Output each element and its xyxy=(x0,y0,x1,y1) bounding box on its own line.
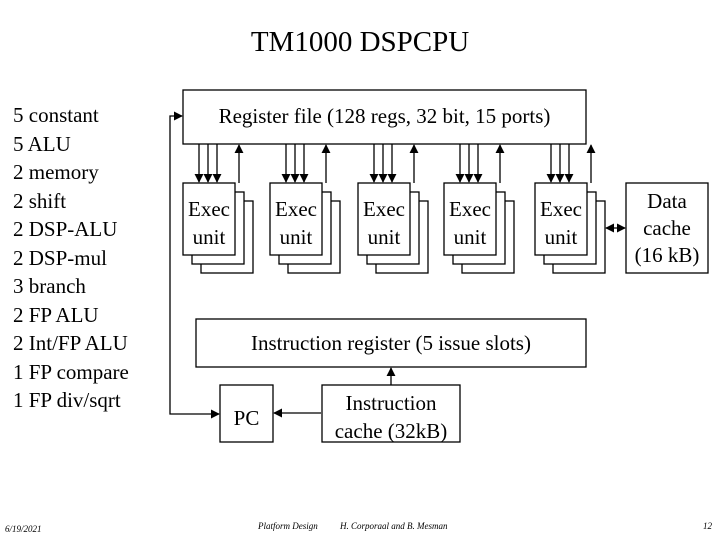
instruction-register-box xyxy=(195,318,587,368)
exec-unit-stack-2 xyxy=(269,182,341,274)
instruction-cache-box xyxy=(321,384,461,443)
functional-unit-item: 2 Int/FP ALU xyxy=(13,331,128,355)
functional-unit-item: 1 FP div/sqrt xyxy=(13,388,121,412)
functional-unit-item: 2 shift xyxy=(13,188,67,213)
instruction-register-label: Instruction register (5 issue slots) xyxy=(251,331,531,355)
exec-unit-stack-3 xyxy=(357,182,429,274)
functional-unit-item: 1 FP compare xyxy=(13,359,129,384)
data-cache-box xyxy=(625,182,709,274)
functional-unit-item: 2 DSP-mul xyxy=(13,245,107,270)
functional-unit-item: 5 constant xyxy=(13,103,99,127)
functional-unit-list: 5 constant 5 ALU 2 memory 2 shift 2 DSP-… xyxy=(13,101,129,415)
footer-course: Platform Design xyxy=(258,521,318,531)
footer-page-number: 12 xyxy=(703,521,712,531)
functional-unit-item: 3 branch xyxy=(13,274,86,298)
result-arrows xyxy=(234,144,596,183)
register-file-box xyxy=(182,89,587,145)
functional-unit-item: 2 DSP-ALU xyxy=(13,217,118,241)
exec-unit-stack-4 xyxy=(443,182,515,274)
footer-date: 6/19/2021 xyxy=(5,524,42,534)
functional-unit-item: 2 memory xyxy=(13,160,99,184)
pc-box xyxy=(219,384,274,443)
footer-authors: H. Corporaal and B. Mesman xyxy=(340,521,448,531)
pc-register-file-link xyxy=(169,111,220,419)
pc-label: PC xyxy=(233,406,260,430)
slide-title: TM1000 DSPCPU xyxy=(250,26,470,58)
register-file-label: Register file (128 regs, 32 bit, 15 port… xyxy=(218,104,551,128)
exec-unit-stack-5 xyxy=(534,182,606,274)
functional-unit-item: 2 FP ALU xyxy=(13,302,99,327)
functional-unit-item: 5 ALU xyxy=(13,131,71,156)
register-ports-arrows xyxy=(194,144,574,183)
